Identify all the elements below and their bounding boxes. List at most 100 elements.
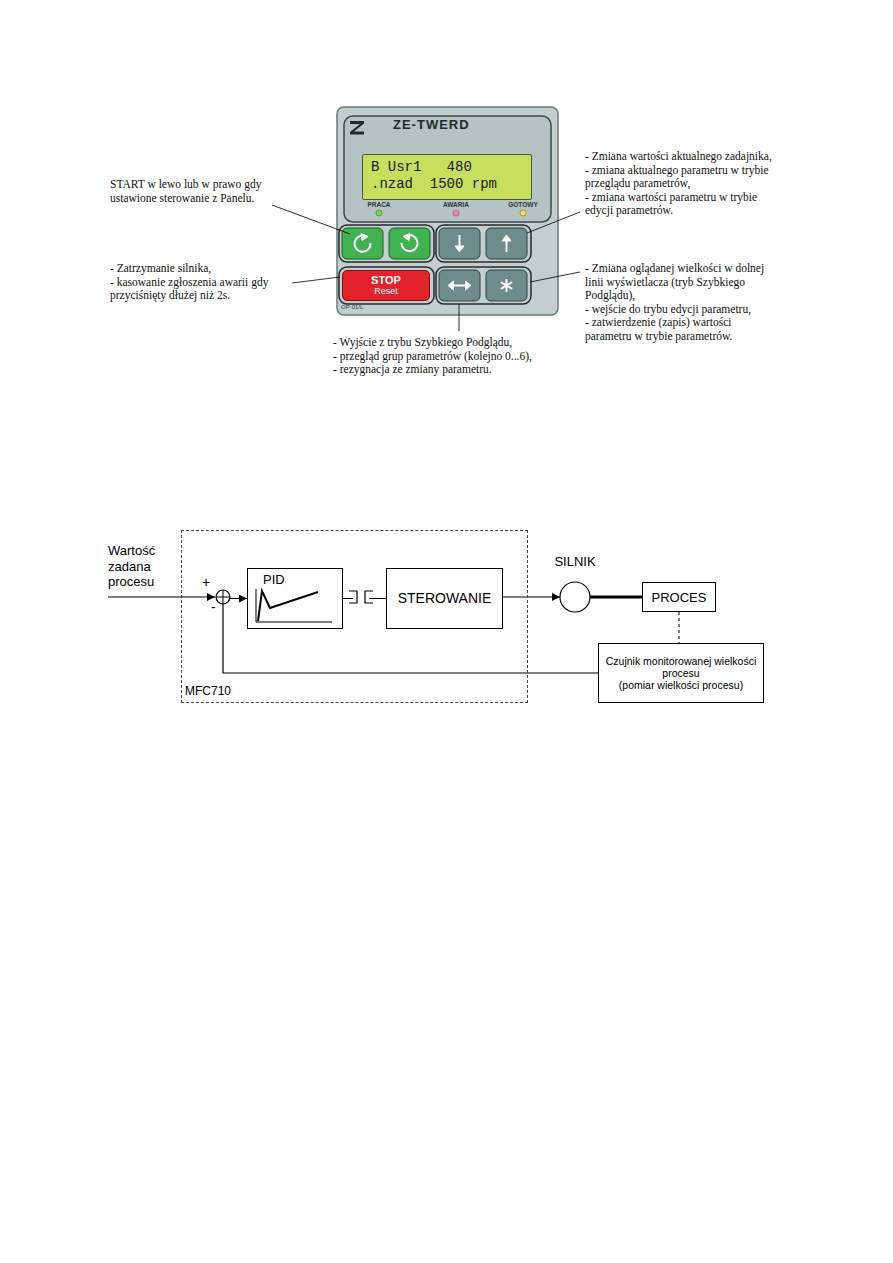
inverter-boundary: PID STEROWANIE MFC710: [181, 530, 528, 703]
led-fault: [453, 210, 459, 216]
callout-group: AWARIA: [443, 201, 469, 208]
callout-text: - przegląd grup parametrów (kolejno 0...…: [333, 350, 583, 364]
lcd-display: B Usr1 480.nzad 1500 rpm: [362, 154, 532, 200]
summing-cross: [223, 590, 224, 604]
up-arrow-head: [502, 235, 511, 241]
led-label: GOTOWY: [508, 201, 538, 208]
escape-button: [439, 270, 480, 301]
callout-group: - Zmiana oglądanej wielkości w dolnej li…: [585, 262, 780, 343]
button-frame: [436, 267, 531, 304]
star-icon: [501, 282, 512, 289]
stop-reset-button: STOPReset: [342, 270, 430, 301]
signal-line: [503, 596, 560, 597]
rotate-right-head: [403, 234, 410, 241]
down-button: [439, 228, 480, 259]
callout-text: - Zmiana wartości aktualnego zadajnika,: [585, 150, 780, 164]
process-block: PROCES: [642, 582, 716, 612]
node-title: MFC710: [185, 684, 231, 698]
callout-text: - rezygnacja ze zmiany parametru.: [333, 363, 583, 377]
callout-group: - Zatrzymanie silnika,- kasowanie zgłosz…: [110, 262, 290, 303]
callout-text: - wejście do trybu edycji parametru,: [585, 303, 780, 317]
motor-shaft: [590, 596, 642, 599]
rotate-left-head: [361, 234, 368, 241]
callout-group: - Zmiana wartości aktualnego zadajnika,-…: [585, 150, 780, 218]
up-button: [486, 228, 527, 259]
node-title: Czujnik monitorowanej wielkości procesu: [604, 655, 758, 679]
setpoint-label: Wartość zadana procesu: [108, 543, 178, 590]
brand-logo: [350, 121, 364, 135]
led-work: [376, 210, 382, 216]
callout-text: - Wyjście z trybu Szybkiego Podglądu,: [333, 336, 583, 350]
pid-step-response: [256, 589, 332, 622]
callout-group: START w lewo lub w prawo gdy ustawione s…: [110, 178, 282, 205]
callout-group: PRACA: [367, 201, 390, 208]
leader-line: [272, 205, 350, 234]
callout-text: - Zmiana oglądanej wielkości w dolnej li…: [585, 262, 780, 303]
graph-axes: [256, 589, 332, 622]
leader-line: [459, 304, 460, 331]
right-arrow-head: [466, 281, 472, 290]
callout-text: - zmiana aktualnego parametru w trybie p…: [585, 164, 780, 191]
setpoint-input-arrow: [108, 596, 215, 597]
start-right-button: [389, 228, 430, 259]
callout-text: START w lewo lub w prawo gdy ustawione s…: [110, 178, 282, 205]
switch-symbol: [349, 590, 373, 604]
button-icons: [355, 234, 513, 293]
pid-block: PID: [247, 568, 343, 629]
panel-housing: [337, 107, 558, 315]
callout-text: - zmiana wartości parametru w trybie edy…: [585, 191, 780, 218]
node-title: ZE-TWERD: [393, 117, 470, 132]
sign-label: -: [211, 599, 216, 615]
motor-circle: SILNIK: [547, 554, 603, 613]
keypad-buttons: [342, 228, 527, 301]
sensor-link: [679, 612, 680, 643]
left-arrow-head: [448, 281, 454, 290]
leader-line: [292, 277, 340, 283]
left-right-arrow-icon: [452, 285, 467, 287]
node-title: SILNIK: [547, 554, 603, 569]
callout-group: Wartość zadana procesu: [108, 543, 178, 590]
node-title: PROCES: [652, 589, 707, 606]
node-title: PID: [263, 572, 285, 587]
node-text: OP-01/L: [341, 304, 363, 310]
display-frame: [344, 116, 551, 222]
callout-group: GOTOWY: [508, 201, 538, 208]
led-label: AWARIA: [443, 201, 469, 208]
sensor-block: Czujnik monitorowanej wielkości procesu(…: [598, 643, 764, 703]
callout-text: - kasowanie zgłoszenia awarii gdy przyci…: [110, 276, 290, 303]
start-left-button: [342, 228, 383, 259]
down-arrow-head: [455, 246, 464, 252]
sign-label: +: [202, 574, 210, 590]
keypad-panel: B Usr1 480.nzad 1500 rpmSTOPReset ZE-TWER…: [337, 107, 558, 315]
callout-text: - Zatrzymanie silnika,: [110, 262, 290, 276]
switch-contact: [365, 591, 373, 603]
led-label: PRACA: [367, 201, 390, 208]
button-frames: [339, 225, 531, 304]
button-frame: [436, 225, 531, 262]
node-text: (pomiar wielkości procesu): [619, 679, 743, 691]
callout-text: - zatwierdzenie (zapis) wartości paramet…: [585, 316, 780, 343]
node-text: .nzad 1500 rpm: [371, 176, 523, 193]
star-icon: [501, 282, 512, 289]
response-curve: [258, 591, 318, 621]
callout-group: -: [211, 599, 216, 615]
switch-gap: [353, 590, 369, 604]
led-ready: [520, 210, 526, 216]
status-leds: [376, 210, 526, 216]
button-frame: [339, 267, 434, 304]
node-title: B Usr1 480: [371, 159, 523, 176]
node-title: STOP: [371, 274, 401, 286]
node-text: Reset: [374, 286, 398, 297]
callout-group: - Wyjście z trybu Szybkiego Podglądu,- p…: [333, 336, 583, 377]
leader-line: [530, 272, 580, 282]
node-title: STEROWANIE: [398, 590, 492, 607]
leader-lines: [272, 205, 580, 331]
switch-contact: [349, 591, 357, 603]
motor-symbol: [559, 581, 591, 613]
button-frame: [339, 225, 434, 262]
control-block: STEROWANIE: [386, 568, 503, 629]
enter-button: [486, 270, 527, 301]
callout-group: +: [202, 574, 210, 590]
leader-line: [527, 212, 580, 233]
keypad-panel-body: [337, 107, 558, 315]
